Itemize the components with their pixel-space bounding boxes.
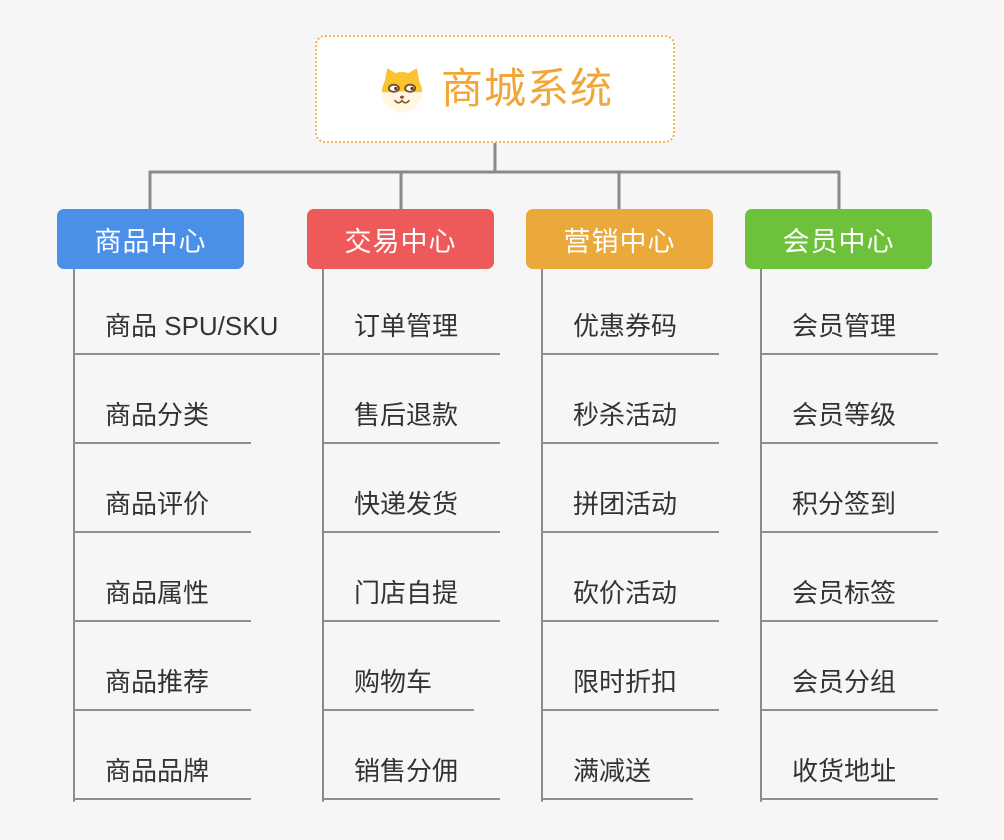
child-node[interactable]: 砍价活动 bbox=[542, 533, 720, 622]
child-node[interactable]: 秒杀活动 bbox=[542, 355, 720, 444]
child-node[interactable]: 限时折扣 bbox=[542, 622, 720, 711]
child-node[interactable]: 会员管理 bbox=[761, 266, 939, 355]
child-node[interactable]: 快递发货 bbox=[323, 444, 501, 533]
branch-header-marketing[interactable]: 营销中心 bbox=[526, 209, 713, 269]
child-node[interactable]: 满减送 bbox=[542, 711, 694, 800]
child-node[interactable]: 商品品牌 bbox=[74, 711, 252, 800]
branch-children-member: 会员管理 会员等级 积分签到 会员标签 会员分组 收货地址 bbox=[761, 266, 939, 800]
child-node[interactable]: 会员分组 bbox=[761, 622, 939, 711]
branch-header-trade[interactable]: 交易中心 bbox=[307, 209, 494, 269]
child-node[interactable]: 门店自提 bbox=[323, 533, 501, 622]
branch-children-product: 商品 SPU/SKU 商品分类 商品评价 商品属性 商品推荐 商品品牌 bbox=[74, 266, 321, 800]
child-node[interactable]: 积分签到 bbox=[761, 444, 939, 533]
child-node[interactable]: 订单管理 bbox=[323, 266, 501, 355]
child-node[interactable]: 商品推荐 bbox=[74, 622, 252, 711]
branch-header-product[interactable]: 商品中心 bbox=[57, 209, 244, 269]
child-node[interactable]: 优惠券码 bbox=[542, 266, 720, 355]
branch-children-marketing: 优惠券码 秒杀活动 拼团活动 砍价活动 限时折扣 满减送 bbox=[542, 266, 720, 800]
child-node[interactable]: 商品分类 bbox=[74, 355, 252, 444]
child-node[interactable]: 收货地址 bbox=[761, 711, 939, 800]
child-node[interactable]: 拼团活动 bbox=[542, 444, 720, 533]
child-node[interactable]: 商品评价 bbox=[74, 444, 252, 533]
branch-children-trade: 订单管理 售后退款 快递发货 门店自提 购物车 销售分佣 bbox=[323, 266, 501, 800]
child-node[interactable]: 销售分佣 bbox=[323, 711, 501, 800]
child-node[interactable]: 会员等级 bbox=[761, 355, 939, 444]
branch-header-member[interactable]: 会员中心 bbox=[745, 209, 932, 269]
child-node[interactable]: 商品属性 bbox=[74, 533, 252, 622]
child-node[interactable]: 售后退款 bbox=[323, 355, 501, 444]
child-node[interactable]: 购物车 bbox=[323, 622, 475, 711]
root-node[interactable]: 商城系统 bbox=[315, 35, 675, 143]
root-title: 商城系统 bbox=[440, 65, 613, 112]
child-node[interactable]: 会员标签 bbox=[761, 533, 939, 622]
child-node[interactable]: 商品 SPU/SKU bbox=[74, 266, 321, 355]
dog-face-icon bbox=[381, 68, 423, 113]
